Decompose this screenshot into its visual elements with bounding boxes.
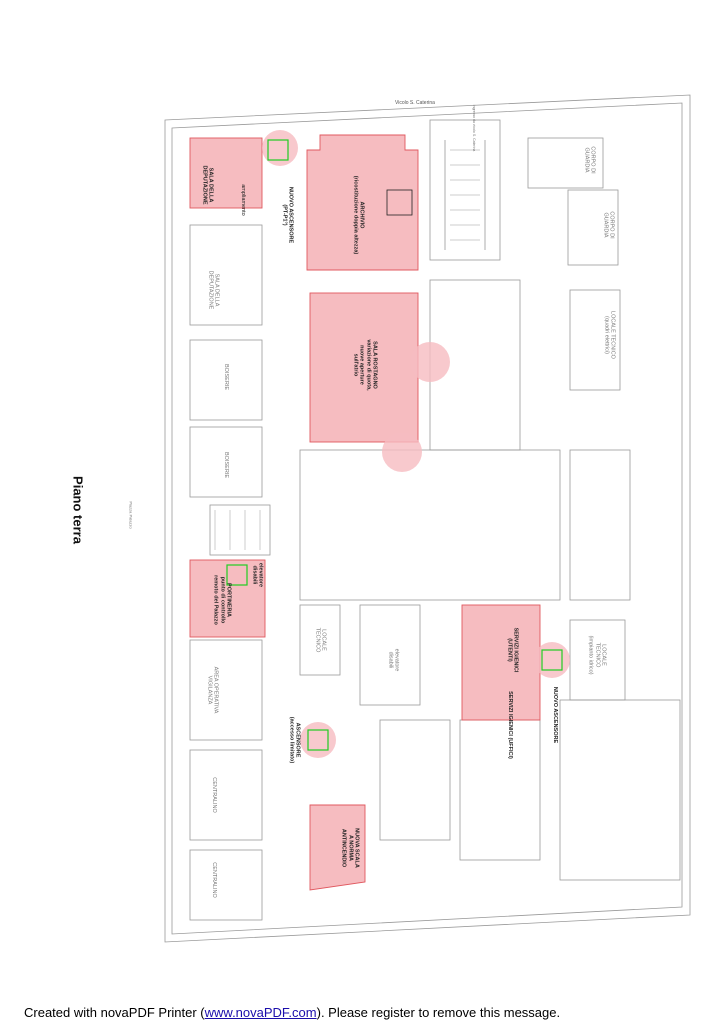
archive-stair xyxy=(386,189,413,216)
room-corpo-guardia-2: CORPO DI GUARDIA xyxy=(602,211,615,239)
room-locale-tecnico: LOCALE TECNICO xyxy=(314,627,327,653)
room-locale-tecnico-quadri: LOCALE TECNICO (quadri elettrici) xyxy=(603,311,616,359)
room-sala-deputazione: SALA DELLA DEPUTAZIONE xyxy=(201,165,214,205)
room-corpo-guardia-1: CORPO DI GUARDIA xyxy=(583,146,596,174)
room-servizi-uffici: SERVIZI IGIENICI (UFFICI) xyxy=(507,691,514,759)
room-ampliamento: ampliamento xyxy=(240,184,247,216)
room-nuovo-ascensore-1: NUOVO ASCENSORE (PT-P1°) xyxy=(281,186,294,244)
room-sala-deputazione-2: SALA DELLA DEPUTAZIONE xyxy=(207,270,220,310)
room-ascensore-limitato: ASCENSORE (accesso limitato) xyxy=(288,716,301,764)
novapdf-link[interactable]: www.novaPDF.com xyxy=(204,1005,317,1020)
room-portineria: PORTINERIA punto di controllo remoto del… xyxy=(212,575,232,625)
room-boiserie-1: BOISERIE xyxy=(223,364,230,390)
room-locale-tecnico-idrico: LOCALE TECNICO (impianto idrico) xyxy=(587,635,607,675)
room-elevatore-disabili-1: elevatore disabili xyxy=(251,562,264,588)
footer-suffix: ). Please register to remove this messag… xyxy=(316,1005,561,1020)
footer-prefix: Created with novaPDF Printer ( xyxy=(24,1005,205,1020)
street-label-left: Piazza Palazzo xyxy=(128,501,134,529)
room-archivio: ARCHIVIO (ricostituzione doppia altezza) xyxy=(352,175,365,255)
room-nuovo-ascensore-2: NUOVO ASCENSORE xyxy=(552,686,559,744)
room-sala-rostagno: SALA ROSTAGNO variazione di quota, nuove… xyxy=(352,339,378,391)
room-boiserie-2: BOISERIE xyxy=(223,452,230,478)
room-servizi-utenti: SERVIZI IGIENICI (UTENTI) xyxy=(506,627,519,673)
street-label-top: Vicolo S. Caterina xyxy=(395,100,435,106)
footer-message: Created with novaPDF Printer (www.novaPD… xyxy=(24,1005,560,1020)
room-area-vigilanza: AREA OPERATIVA VIGILANZA xyxy=(206,666,219,714)
room-nuova-scala: NUOVA SCALA A NORMA ANTINCENDIO xyxy=(340,828,360,868)
elevator-icons xyxy=(226,139,563,751)
room-elevatore-disabili-2: elevatore disabili xyxy=(387,648,400,672)
stairs xyxy=(214,149,480,550)
room-centralino-1: CENTRALINO xyxy=(211,777,218,813)
room-centralino-2: CENTRALINO xyxy=(211,862,218,898)
page-title: Piano terra xyxy=(70,476,86,544)
entrance-label: Ingresso da vicolo S. Caterina xyxy=(472,104,477,152)
intervention-areas xyxy=(189,130,570,891)
